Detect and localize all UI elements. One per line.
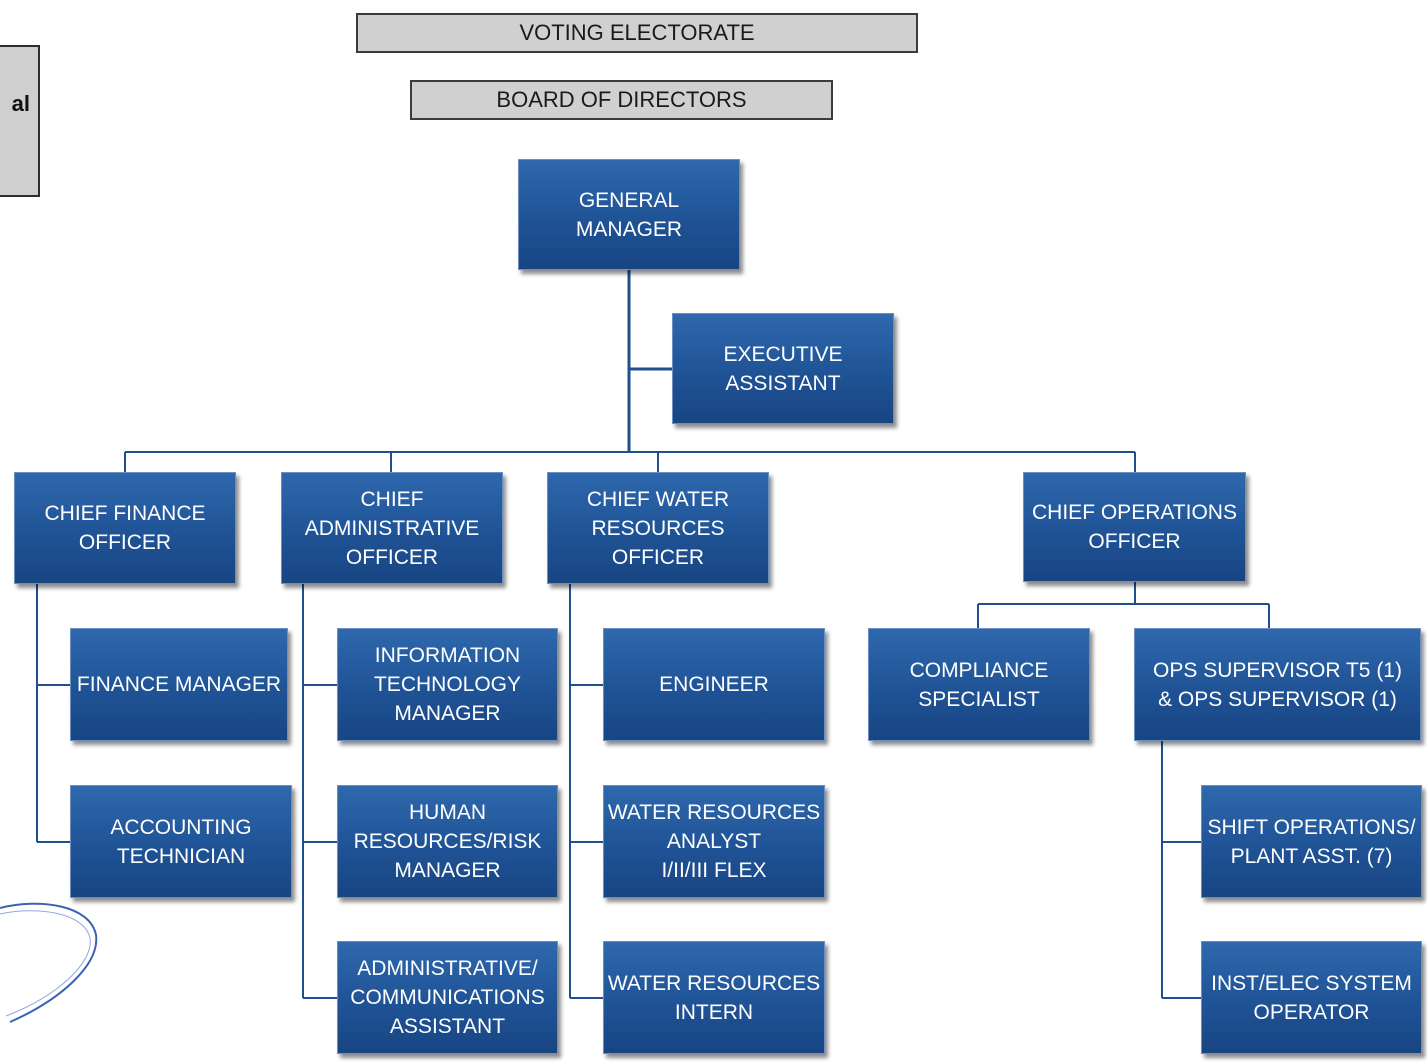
cfo-node: CHIEF FINANCE OFFICER [14, 472, 236, 584]
engineer-node: ENGINEER [603, 628, 825, 741]
cropped-side-label: al [11, 91, 30, 116]
executive-assistant-node: EXECUTIVE ASSISTANT [672, 313, 894, 424]
cwro-node: CHIEF WATER RESOURCES OFFICER [547, 472, 769, 584]
hr-risk-manager-node: HUMAN RESOURCES/RISK MANAGER [337, 785, 558, 898]
water-resources-analyst-node: WATER RESOURCES ANALYST I/II/III FLEX [603, 785, 825, 898]
board-of-directors-box: BOARD OF DIRECTORS [410, 80, 833, 120]
water-resources-intern-node: WATER RESOURCES INTERN [603, 941, 825, 1054]
general-manager-node: GENERAL MANAGER [518, 159, 740, 270]
compliance-specialist-node: COMPLIANCE SPECIALIST [868, 628, 1090, 741]
accounting-technician-node: ACCOUNTING TECHNICIAN [70, 785, 292, 898]
shift-operations-node: SHIFT OPERATIONS/ PLANT ASST. (7) [1201, 785, 1422, 898]
inst-elec-operator-node: INST/ELEC SYSTEM OPERATOR [1201, 941, 1422, 1054]
board-of-directors-label: BOARD OF DIRECTORS [496, 87, 747, 112]
admin-comms-assistant-node: ADMINISTRATIVE/ COMMUNICATIONS ASSISTANT [337, 941, 558, 1054]
voting-electorate-box: VOTING ELECTORATE [356, 13, 918, 53]
it-manager-node: INFORMATION TECHNOLOGY MANAGER [337, 628, 558, 741]
coo-node: CHIEF OPERATIONS OFFICER [1023, 472, 1246, 582]
finance-manager-node: FINANCE MANAGER [70, 628, 288, 741]
cropped-side-box: al [0, 45, 40, 197]
ops-supervisor-node: OPS SUPERVISOR T5 (1) & OPS SUPERVISOR (… [1134, 628, 1421, 741]
voting-electorate-label: VOTING ELECTORATE [519, 20, 755, 45]
cao-node: CHIEF ADMINISTRATIVE OFFICER [281, 472, 503, 584]
